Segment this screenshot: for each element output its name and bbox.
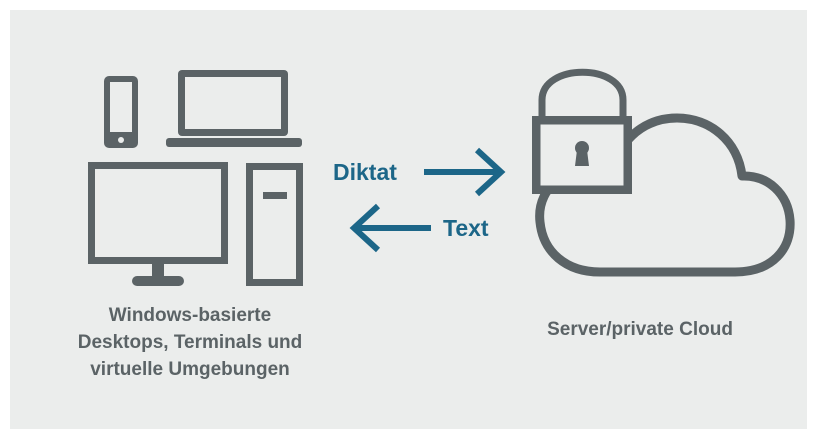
cloud-icon: [535, 113, 795, 277]
arrow-forward: [424, 147, 506, 197]
padlock-icon: [532, 68, 632, 194]
tower-pc-icon: [246, 163, 303, 286]
monitor-icon: [88, 162, 228, 286]
server-caption: Server/private Cloud: [547, 319, 733, 340]
smartphone-icon: [104, 76, 138, 148]
laptop-icon: [166, 70, 302, 147]
arrow-back: [349, 203, 431, 253]
arrow-back-label: Text: [443, 215, 489, 241]
arrow-forward-label: Diktat: [333, 159, 397, 185]
client-caption: Windows-basierte Desktops, Terminals und…: [77, 305, 303, 380]
